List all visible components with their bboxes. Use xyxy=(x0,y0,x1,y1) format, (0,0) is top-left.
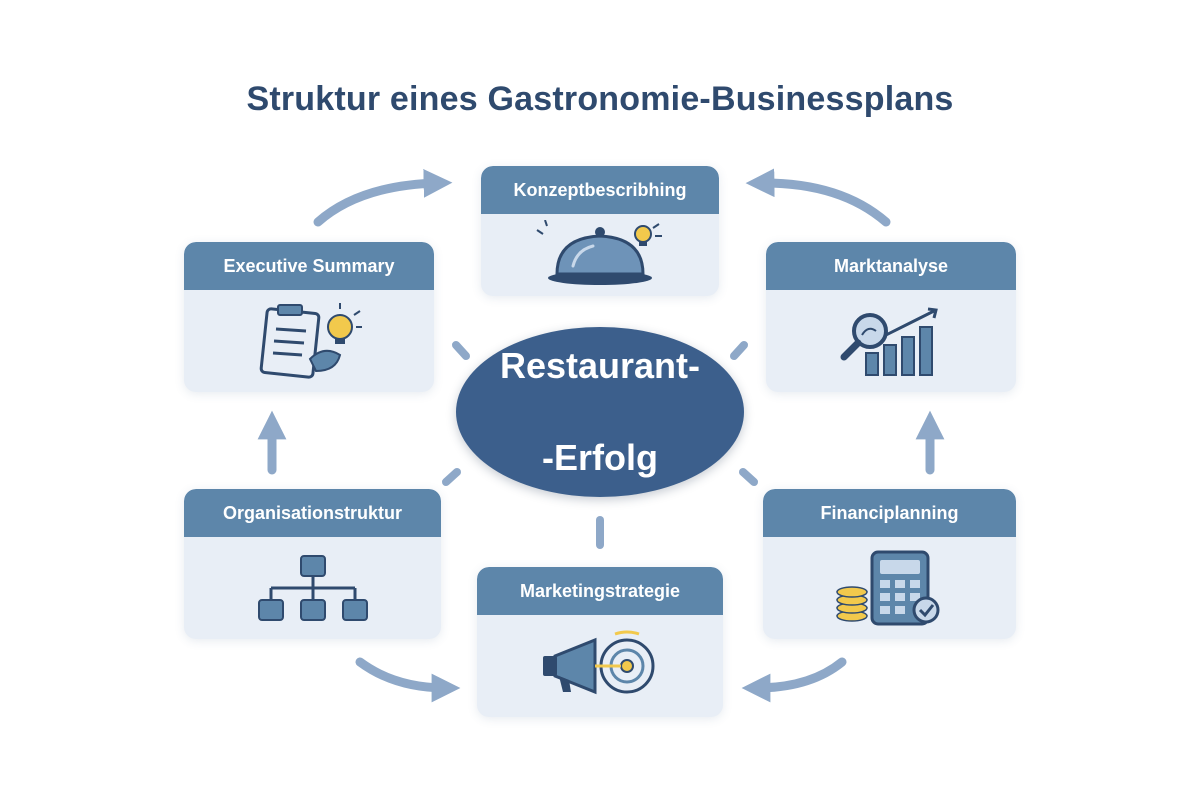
clipboard-idea-icon xyxy=(259,303,362,379)
card-marketing-header: Marketingstrategie xyxy=(477,567,723,615)
card-organisation-header: Organisationstruktur xyxy=(184,489,441,537)
card-organisationstruktur: Organisationstruktur xyxy=(184,489,441,639)
card-konzept-header: Konzeptbescribhing xyxy=(481,166,719,214)
center-label-line1: Restaurant- xyxy=(499,345,701,386)
arrow-markt-to-konzept xyxy=(745,168,891,227)
card-konzept: Konzeptbescribhing xyxy=(481,166,719,296)
arrow-organisation-to-marketing xyxy=(355,657,461,703)
magnifier-chart-icon xyxy=(840,307,938,376)
card-executive-header: Executive Summary xyxy=(184,242,434,290)
card-executive-summary: Executive Summary xyxy=(184,242,434,392)
arrow-finanz-to-marketing xyxy=(741,657,847,703)
center-node: Restaurant- -Erfolg xyxy=(456,327,744,497)
calculator-coins-icon xyxy=(835,550,939,626)
card-marktanalyse: Marktanalyse xyxy=(766,242,1016,392)
card-financiplanning: Financiplanning xyxy=(763,489,1016,639)
center-label-line2: -Erfolg xyxy=(542,437,658,478)
card-marketingstrategie: Marketingstrategie xyxy=(477,567,723,717)
arrow-executive-to-konzept xyxy=(313,168,453,227)
megaphone-target-icon xyxy=(543,630,655,695)
card-markt-header: Marktanalyse xyxy=(766,242,1016,290)
diagram-title: Struktur eines Gastronomie-Businessplans xyxy=(246,80,954,118)
org-chart-icon xyxy=(257,555,368,621)
card-finanz-header: Financiplanning xyxy=(763,489,1016,537)
center-spokes xyxy=(442,341,758,549)
cloche-icon xyxy=(536,220,662,285)
